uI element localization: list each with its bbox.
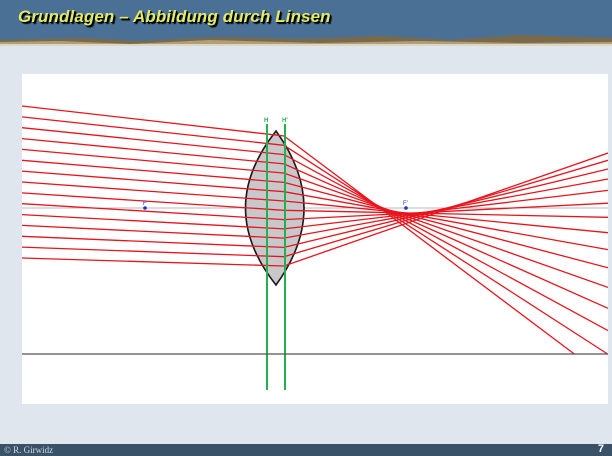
light-ray — [22, 159, 608, 269]
copyright-text: © R. Girwidz — [4, 445, 54, 455]
focal-point-f — [143, 206, 147, 210]
label-h-prime: H' — [282, 118, 288, 124]
slide-title: Grundlagen – Abbildung durch Linsen — [18, 7, 331, 26]
light-ray — [22, 192, 608, 218]
label-h: H — [264, 118, 268, 124]
lens-diagram: H H' F F' — [22, 105, 608, 390]
slide-header: Grundlagen – Abbildung durch Linsen — [0, 0, 612, 46]
light-ray — [22, 116, 608, 355]
label-f: F — [143, 201, 147, 207]
page-number: 7 — [597, 443, 604, 455]
slide-footer: © R. Girwidz 7 — [0, 443, 612, 456]
label-f-prime: F' — [403, 201, 408, 207]
focal-point-f-prime — [404, 206, 408, 210]
lens-figure: H H' F F' — [22, 74, 608, 404]
header-landscape-band — [0, 35, 612, 46]
ray-bundle — [22, 105, 608, 355]
